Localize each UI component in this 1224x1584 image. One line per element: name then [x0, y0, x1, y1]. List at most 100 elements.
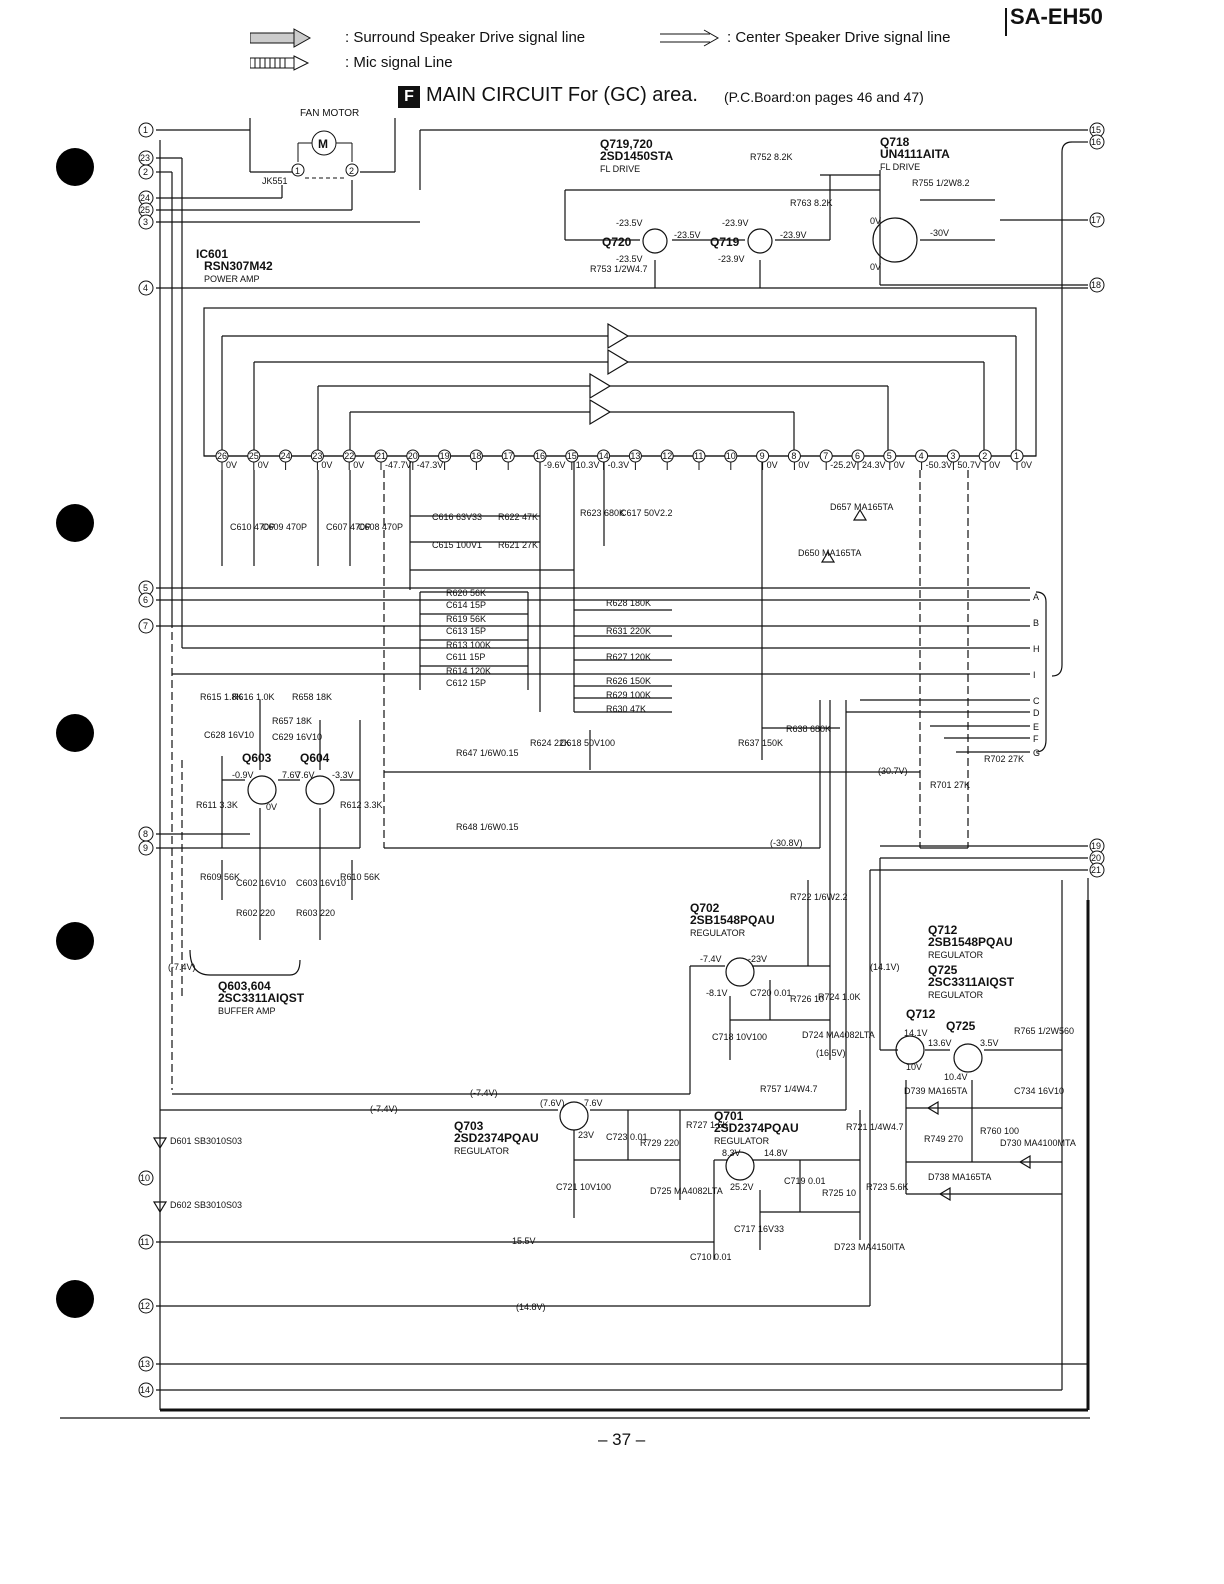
- voltage-label: -30V: [930, 228, 949, 238]
- q719-symbol: [747, 228, 773, 254]
- terminal-2: 2: [138, 164, 154, 180]
- q718-ref: Q718: [880, 135, 910, 149]
- ic601-pin-19: 19: [438, 449, 452, 470]
- pin-voltage: 0V: [894, 460, 905, 470]
- resistor-label: R623 680K: [580, 508, 625, 518]
- q718-symbol: [872, 217, 918, 263]
- q701-symbol: [725, 1151, 755, 1181]
- q720-symbol: [642, 228, 668, 254]
- ic601-pin-12: 12: [660, 449, 674, 470]
- legend-center-label: : Center Speaker Drive signal line: [727, 29, 951, 46]
- resistor-label: R721 1/4W4.7: [846, 1122, 904, 1132]
- bus-letter-E: E: [1033, 722, 1039, 732]
- diode-d738-symbol: [938, 1186, 951, 1202]
- voltage-label: 10V: [906, 1062, 922, 1072]
- q702-symbol: [725, 957, 755, 987]
- pin-number: 13: [630, 451, 640, 461]
- model-divider: [1005, 8, 1007, 36]
- terminal-label: 18: [1091, 280, 1101, 290]
- voltage-label: -23V: [748, 954, 767, 964]
- voltage-label: 7.6V: [584, 1098, 603, 1108]
- q703-part: 2SD2374PQAU: [454, 1131, 539, 1145]
- voltage-label: 8.3V: [722, 1148, 741, 1158]
- q725-part: 2SC3311AIQST: [928, 975, 1015, 989]
- terminal-label: 20: [1091, 853, 1101, 863]
- binder-hole: [56, 922, 94, 960]
- terminal-16: 16: [1089, 134, 1105, 150]
- capacitor-label: C607 470P: [326, 522, 371, 532]
- resistor-label: R616 1.0K: [232, 692, 275, 702]
- terminal-label: 8: [143, 829, 148, 839]
- pin-voltage: 0V: [767, 460, 778, 470]
- pin-number: 12: [662, 451, 672, 461]
- pin-voltage: 0V: [1021, 460, 1032, 470]
- capacitor-label: C602 16V10: [236, 878, 286, 888]
- q719-720-ref: Q719,720: [600, 137, 653, 151]
- resistor-label: R726 10: [790, 994, 824, 1004]
- voltage-label: -23.5V: [616, 254, 643, 264]
- pin-voltage: -0.3V: [608, 460, 630, 470]
- diode-label: D724 MA4082LTA: [802, 1030, 875, 1040]
- pin-number: 2: [982, 451, 987, 461]
- q712-ref: Q712: [928, 923, 958, 937]
- pin-number: 8: [791, 451, 796, 461]
- center-arrow-icon: [660, 28, 722, 53]
- resistor-label: R629 100K: [606, 690, 651, 700]
- resistor-label: R620 56K: [446, 588, 486, 598]
- terminal-label: 23: [140, 153, 150, 163]
- ic601-pin-11: 11: [692, 449, 706, 470]
- q719-720-function: FL DRIVE: [600, 164, 640, 174]
- q719-label: Q719: [710, 235, 740, 249]
- terminal-label: 1: [143, 125, 148, 135]
- terminal-11: 11: [138, 1234, 154, 1250]
- pin-voltage: 0V: [226, 460, 237, 470]
- resistor-label: R727 1.6K: [686, 1120, 729, 1130]
- resistor-label: R702 27K: [984, 754, 1024, 764]
- diode-d657-symbol: [152, 1201, 168, 1214]
- resistor-label: R658 18K: [292, 692, 332, 702]
- q725-symbol: [953, 1043, 983, 1073]
- ic601-ref: IC601: [196, 247, 228, 261]
- capacitor-label: C611 15P: [446, 652, 485, 662]
- voltage-label: 0V: [870, 216, 881, 226]
- q701-part: 2SD2374PQAU: [714, 1121, 799, 1135]
- q703-symbol: [559, 1101, 589, 1131]
- voltage-label: -3.3V: [332, 770, 354, 780]
- diode-label: D730 MA4100MTA: [1000, 1138, 1076, 1148]
- bus-letter-C: C: [1033, 696, 1040, 706]
- q603-604-ref: Q603,604: [218, 979, 271, 993]
- ic601-pin-18: 18: [469, 449, 483, 470]
- capacitor-label: C615 100V1: [432, 540, 482, 550]
- diode-d602-symbol: [820, 550, 836, 563]
- terminal-label: 19: [1091, 841, 1101, 851]
- ic601-pin-14: 14-0.3V: [597, 449, 630, 470]
- diode-label: D601 SB3010S03: [170, 1136, 242, 1146]
- fan-motor: FAN MOTOR M 1 2 JK551: [262, 108, 359, 186]
- diode-d650-symbol: [152, 1137, 168, 1150]
- voltage-label: -23.9V: [780, 230, 807, 240]
- pin-number: 4: [919, 451, 924, 461]
- pin-number: 5: [887, 451, 892, 461]
- voltage-label: (16.5V): [816, 1048, 846, 1058]
- pin-number: 16: [535, 451, 545, 461]
- section-letter: F: [398, 86, 420, 108]
- pin-number: 6: [855, 451, 860, 461]
- q603-label: Q603: [242, 751, 272, 765]
- terminal-3: 3: [138, 214, 154, 230]
- terminal-7: 7: [138, 618, 154, 634]
- resistor-label: R647 1/6W0.15: [456, 748, 519, 758]
- resistor-label: R638 680K: [786, 724, 831, 734]
- ic601-part: RSN307M42: [204, 259, 273, 273]
- terminal-9: 9: [138, 840, 154, 856]
- voltage-label: (14.1V): [870, 962, 900, 972]
- pin-number: 25: [249, 451, 259, 461]
- diode-label: D738 MA165TA: [928, 1172, 991, 1182]
- voltage-label: 7.6V: [296, 770, 315, 780]
- resistor-label: R722 1/6W2.2: [790, 892, 848, 902]
- voltage-label: 15.5V: [512, 1236, 536, 1246]
- capacitor-label: C610 470P: [230, 522, 275, 532]
- terminal-label: 2: [143, 167, 148, 177]
- voltage-label: -7.4V: [700, 954, 722, 964]
- fan-motor-label: FAN MOTOR: [300, 108, 359, 119]
